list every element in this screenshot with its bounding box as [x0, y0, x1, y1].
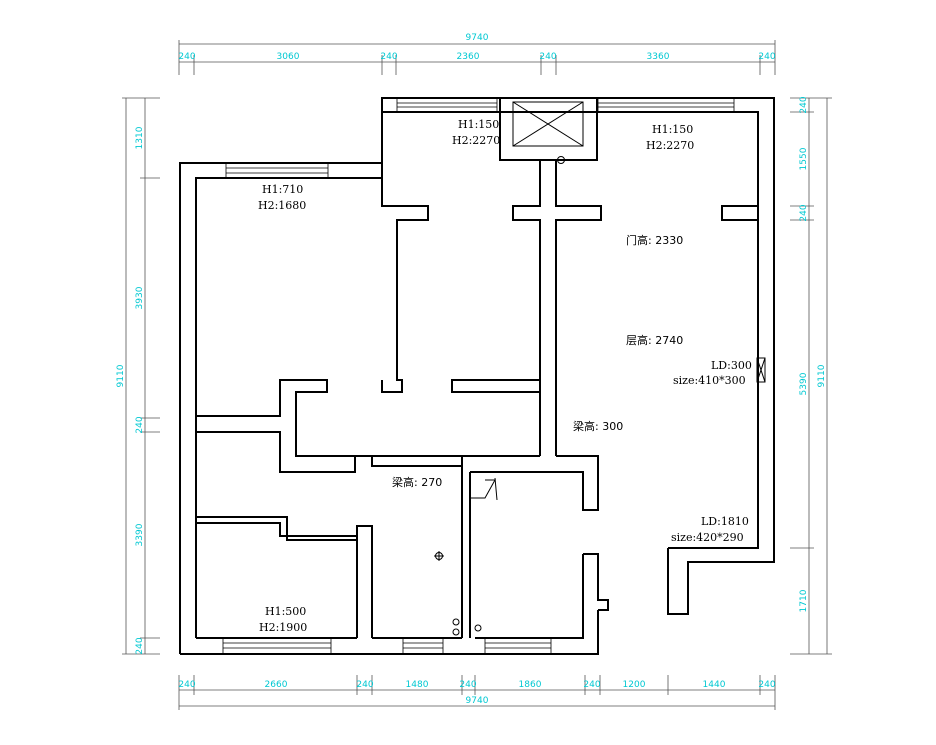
balcony-b-h1: H1:150	[652, 123, 693, 136]
dim-bottom-seg-2: 2660	[265, 680, 288, 690]
dim-top-seg-7: 240	[758, 52, 775, 62]
ld-bottom-label: LD:1810	[701, 515, 749, 528]
dim-bottom-seg-1: 240	[178, 680, 195, 690]
fixtures	[434, 156, 766, 636]
dim-bottom-seg-9: 1440	[703, 680, 726, 690]
dim-left-seg-2: 3930	[135, 286, 145, 309]
small-window-h1: H1:500	[265, 605, 306, 618]
dim-left-seg-1: 1310	[135, 126, 145, 149]
dim-right-seg-3: 240	[799, 204, 809, 221]
ld-bottom-size-label: size:420*290	[671, 531, 744, 544]
dim-bottom-seg-3: 240	[356, 680, 373, 690]
dim-right-seg-4: 5390	[799, 372, 809, 395]
windows	[222, 97, 735, 655]
dim-bottom-seg-6: 1860	[519, 680, 542, 690]
floor-height-label: 层高: 2740	[626, 333, 683, 347]
dim-left-seg-4: 3390	[135, 523, 145, 546]
balcony-a-h2: H2:2270	[452, 134, 500, 147]
dim-top-seg-1: 240	[178, 52, 195, 62]
ld-top-label: LD:300	[711, 359, 752, 372]
interior-walls	[196, 160, 758, 638]
vent-icon	[756, 357, 766, 383]
drain-icon	[452, 618, 460, 626]
dim-top-seg-6: 3360	[647, 52, 670, 62]
drain-icon	[474, 624, 482, 632]
balcony-a-h1: H1:150	[458, 118, 499, 131]
dim-top-seg-4: 2360	[457, 52, 480, 62]
dimension-lines	[122, 40, 832, 710]
bedroom-window-h2: H2:1680	[258, 199, 306, 212]
dim-right-total: 9110	[817, 364, 827, 387]
dim-top-total: 9740	[466, 33, 489, 43]
dim-top-seg-2: 3060	[277, 52, 300, 62]
drain-icon	[452, 628, 460, 636]
dim-bottom-seg-7: 240	[583, 680, 600, 690]
dim-bottom-total: 9740	[466, 696, 489, 706]
dim-right-seg-1: 240	[799, 96, 809, 113]
dim-right-seg-5: 1710	[799, 589, 809, 612]
dim-bottom-seg-5: 240	[459, 680, 476, 690]
dim-bottom-seg-4: 1480	[406, 680, 429, 690]
dim-bottom-seg-10: 240	[758, 680, 775, 690]
small-window-h2: H2:1900	[259, 621, 307, 634]
dim-left-seg-5: 240	[135, 637, 145, 654]
door-height-label: 门高: 2330	[626, 233, 683, 247]
beam-270-label: 梁高: 270	[392, 475, 442, 489]
dim-top-seg-3: 240	[380, 52, 397, 62]
dim-left-seg-3: 240	[135, 416, 145, 433]
beam-300-label: 梁高: 300	[573, 419, 623, 433]
dim-top-seg-5: 240	[539, 52, 556, 62]
dim-right-seg-2: 1550	[799, 147, 809, 170]
dim-bottom-seg-8: 1200	[623, 680, 646, 690]
drain-icon	[557, 156, 565, 164]
bedroom-window-h1: H1:710	[262, 183, 303, 196]
ld-top-size-label: size:410*300	[673, 374, 746, 387]
shaft-icon	[499, 97, 598, 161]
balcony-b-h2: H2:2270	[646, 139, 694, 152]
plan-labels: H1:710 H2:1680 H1:150 H2:2270 H1:150 H2:…	[258, 118, 752, 634]
dimension-texts: 9740 240 3060 240 2360 240 3360 240 240 …	[116, 33, 827, 706]
dim-left-total: 9110	[116, 364, 126, 387]
